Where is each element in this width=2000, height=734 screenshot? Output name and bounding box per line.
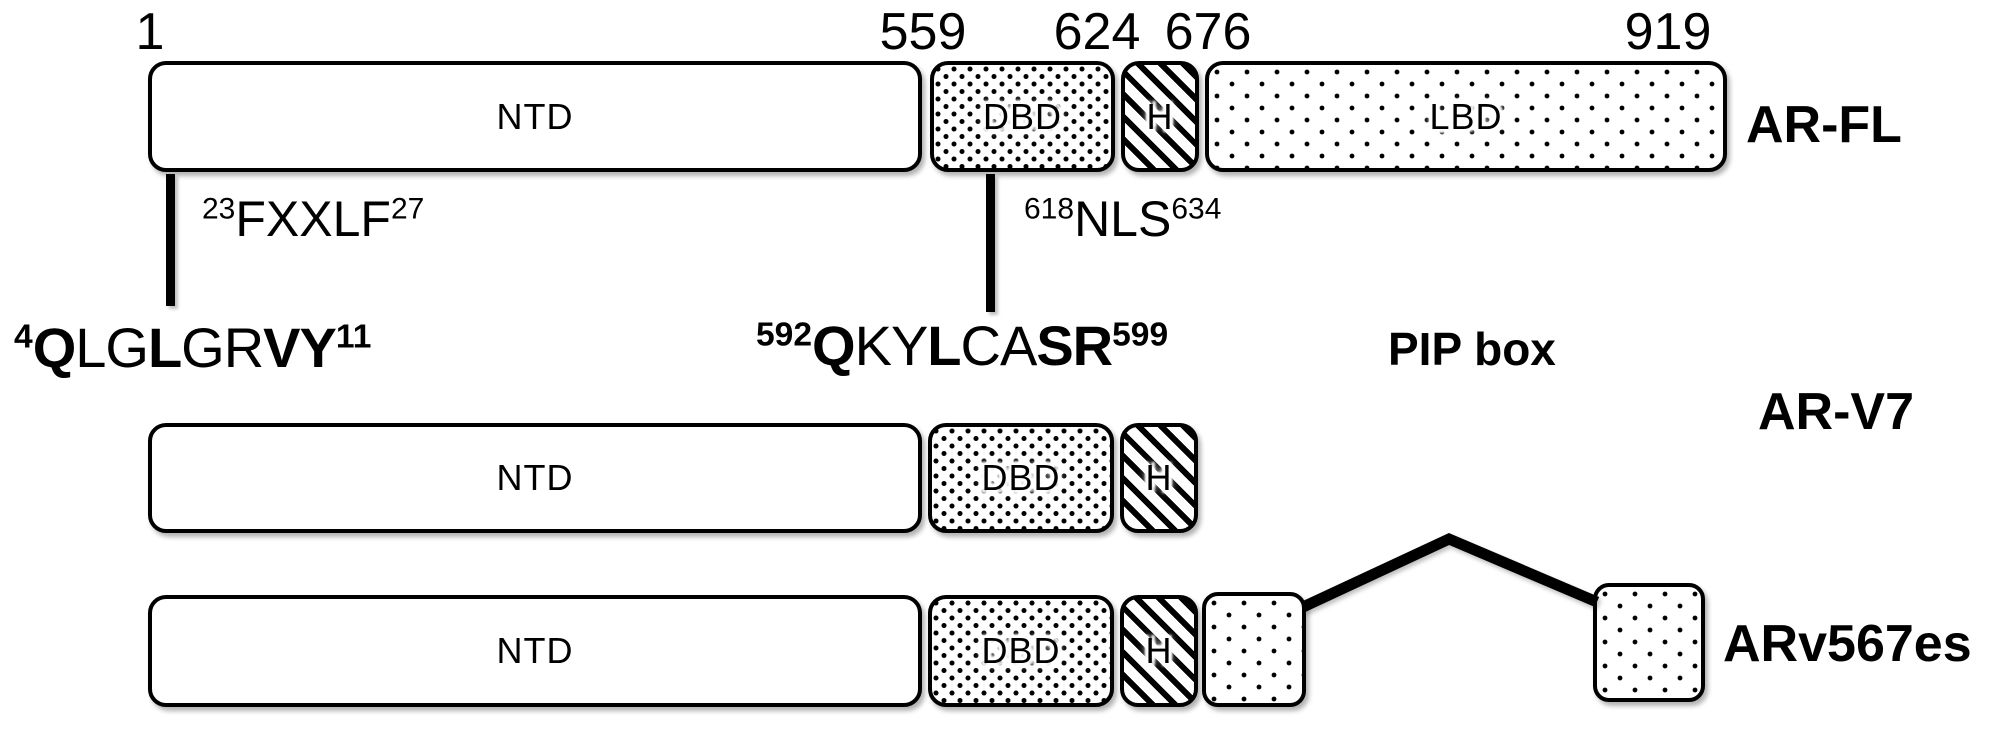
sequence-segment: 4 [14,318,33,356]
nls-pointer-line [986,174,995,312]
fxxlf-motif-annotation: 23FXXLF27 [202,194,424,244]
nls-motif-annotation: 618NLS634 [1024,194,1221,244]
arv567es-dbd-domain: DBD [928,595,1114,707]
sequence-segment: 599 [1112,316,1169,354]
nls-sequence: NLS [1074,191,1172,247]
sequence-segment: L [927,314,961,377]
pip-box-label: PIP box [1388,323,1556,375]
sequence-segment: 592 [756,316,813,354]
ar-v7-hinge-domain: H [1120,423,1198,533]
ntd-domain-label: NTD [496,95,574,137]
fxxlf-pointer-line [166,174,175,306]
lbd-domain-label: LBD [1429,95,1503,137]
dbd-domain-label: DBD [981,630,1061,671]
ar-fl-lbd-domain: LBD [1205,61,1727,172]
sequence-segment: VY [263,316,337,379]
arv567es-ntd-domain: NTD [148,595,922,707]
nls-end-residue: 634 [1171,192,1222,226]
sequence-segment: SR [1036,314,1113,377]
residue-tick-1: 1 [135,3,165,61]
sequence-segment: KY [854,314,929,377]
ar-v7-dbd-domain: DBD [928,423,1114,533]
residue-tick-919: 919 [1624,3,1712,61]
ar-fl-hinge-domain: H [1121,61,1199,172]
ntd-qlglgrvy-motif: 4QLGLGRVY11 [14,320,371,376]
sequence-segment: Q [812,314,856,377]
arv567es-hinge-domain: H [1120,595,1198,707]
dbd-domain-label: DBD [981,457,1061,498]
ar-fl-ntd-domain: NTD [148,61,922,172]
hinge-domain-label: H [1145,630,1173,671]
sequence-segment: L [147,316,182,379]
fxxlf-end-residue: 27 [390,192,425,226]
residue-tick-676: 676 [1164,3,1252,61]
splice-junction-line [1300,532,1600,612]
sequence-segment: LG [75,316,149,379]
hinge-domain-label: H [1146,95,1174,137]
fxxlf-start-residue: 23 [202,192,236,226]
dbd-qkylcasr-motif: 592QKYLCASR599 [756,318,1168,374]
ntd-domain-label: NTD [496,457,574,498]
arv567es-lbd-exon-fragment [1202,592,1306,707]
ar-fl-dbd-domain: DBD [930,61,1115,172]
ntd-domain-label: NTD [496,630,574,671]
sequence-segment: Q [32,316,77,379]
residue-tick-624: 624 [1053,3,1141,61]
nls-start-residue: 618 [1024,192,1075,226]
ar-fl-row-label: AR-FL [1746,96,1902,154]
sequence-segment: CA [960,314,1038,377]
ar-v7-ntd-domain: NTD [148,423,922,533]
sequence-segment: GR [181,316,264,379]
arv567es-spliced-exon-fragment [1593,583,1705,702]
fxxlf-sequence: FXXLF [235,191,391,247]
sequence-segment: 11 [335,318,372,356]
dbd-domain-label: DBD [982,95,1062,137]
arv567es-row-label: ARv567es [1723,615,1972,673]
ar-v7-row-label: AR-V7 [1758,383,1915,441]
residue-tick-559: 559 [879,3,967,61]
hinge-domain-label: H [1145,457,1173,498]
